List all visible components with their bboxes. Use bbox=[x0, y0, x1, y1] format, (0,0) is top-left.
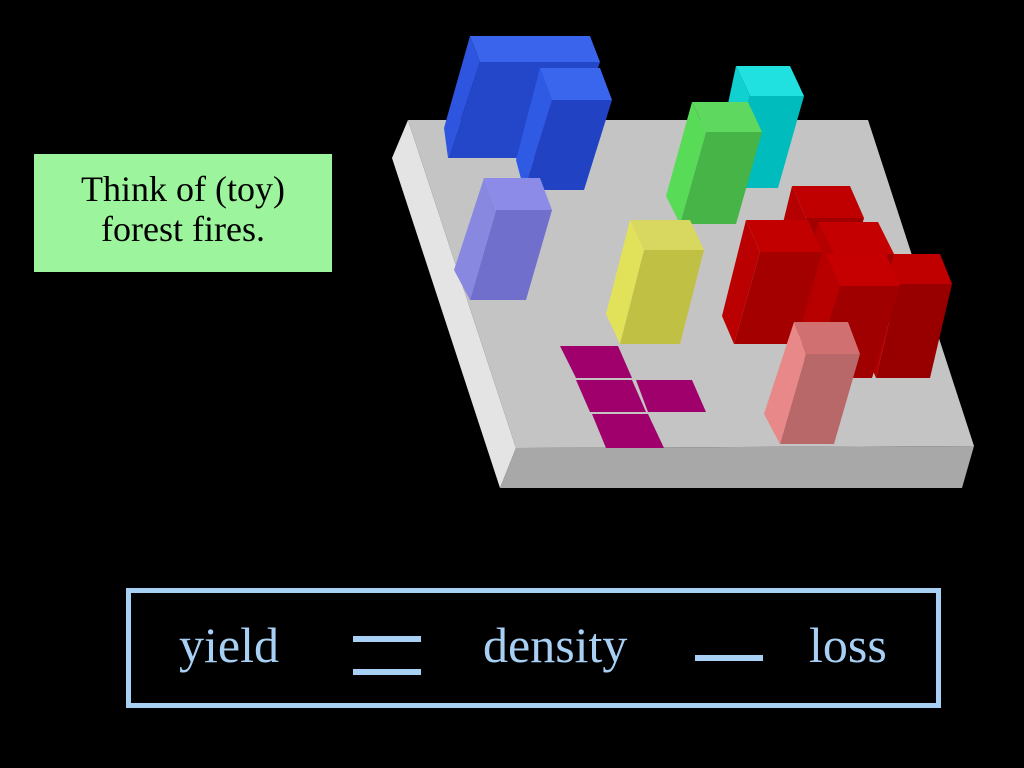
board-front-face bbox=[500, 446, 974, 488]
burnt-tile bbox=[592, 414, 664, 448]
tree-block-lavender bbox=[454, 178, 552, 300]
callout-line-2: forest fires. bbox=[101, 209, 265, 249]
board-left-face bbox=[392, 120, 516, 488]
tree-block-blue-front bbox=[516, 68, 612, 190]
burnt-tiles-magenta bbox=[560, 346, 706, 448]
burnt-tile bbox=[560, 346, 632, 378]
equation-box: yield density loss bbox=[126, 588, 941, 708]
burnt-tile bbox=[576, 380, 646, 412]
tree-block-green bbox=[666, 102, 762, 224]
callout-line-1: Think of (toy) bbox=[81, 169, 285, 209]
tree-block-pink bbox=[764, 322, 860, 444]
equation-yield: yield bbox=[179, 617, 279, 673]
tree-block-yellow bbox=[606, 220, 704, 344]
equation-density: density bbox=[483, 617, 628, 673]
equation-loss: loss bbox=[809, 617, 887, 673]
burnt-tile bbox=[636, 380, 706, 412]
callout-box: Think of (toy) forest fires. bbox=[34, 154, 332, 272]
tree-block-red-left bbox=[722, 220, 822, 344]
